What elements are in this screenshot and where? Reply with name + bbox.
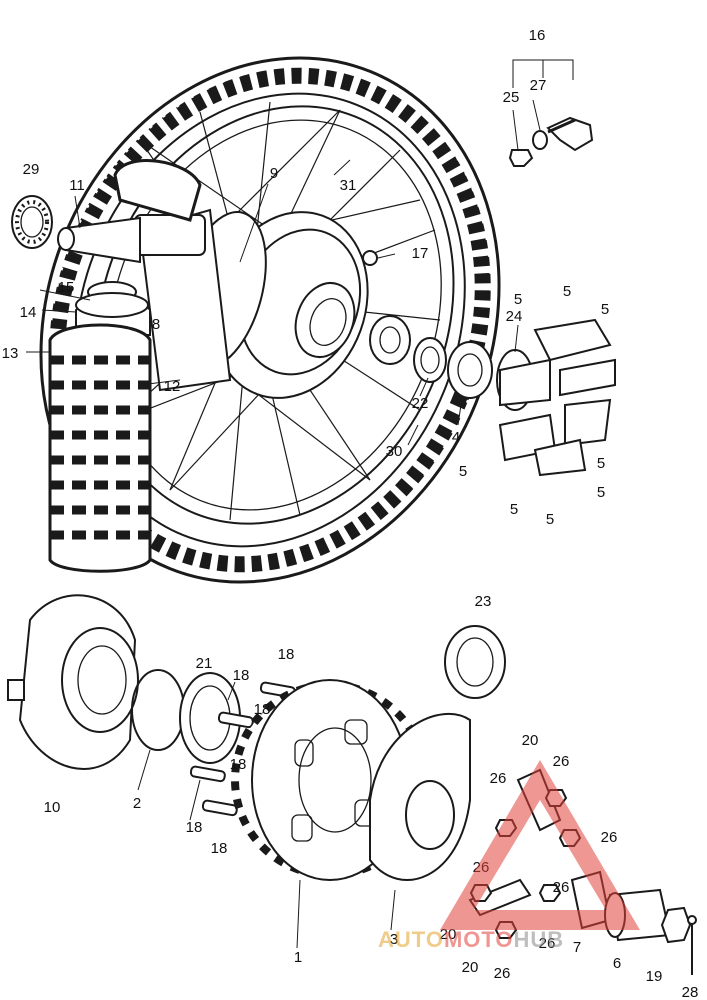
callout-27: 27 (530, 77, 547, 94)
sprocket-cover-3 (369, 712, 471, 881)
callout-5: 5 (546, 511, 554, 528)
callout-12: 12 (164, 378, 181, 395)
callout-29: 29 (23, 161, 40, 178)
tire-section-13 (48, 323, 152, 573)
tire-section-top (113, 159, 202, 222)
watermark-triangle-icon (440, 760, 640, 930)
callout-5: 5 (597, 484, 605, 501)
callout-24: 24 (506, 308, 523, 325)
callout-4: 4 (452, 429, 460, 446)
callout-26: 26 (553, 879, 570, 896)
callout-9: 9 (270, 165, 278, 182)
callout-17: 17 (412, 245, 429, 262)
callout-18: 18 (211, 840, 228, 857)
callout-25: 25 (503, 89, 520, 106)
callout-5: 5 (514, 291, 522, 308)
callout-14: 14 (20, 304, 37, 321)
callout-26: 26 (490, 770, 507, 787)
cotter-pin-28 (687, 915, 697, 975)
leader-lines (26, 99, 541, 949)
callout-11: 11 (69, 177, 85, 194)
drive-flange-21 (179, 672, 241, 764)
callout-5: 5 (459, 463, 467, 480)
oil-seal-23 (444, 625, 506, 699)
callout-18: 18 (278, 646, 295, 663)
callout-18: 18 (233, 667, 250, 684)
callout-26: 26 (539, 935, 556, 952)
callout-13: 13 (2, 345, 19, 362)
rear-brake-panel (134, 208, 232, 392)
callout-5: 5 (601, 301, 609, 318)
axle-sleeve-11 (57, 216, 141, 264)
callout-22: 22 (412, 395, 429, 412)
callout-10: 10 (44, 799, 61, 816)
callout-15: 15 (58, 279, 75, 296)
callout-2: 2 (133, 795, 141, 812)
callout-28: 28 (682, 984, 699, 1000)
dust-seal-22 (413, 337, 447, 383)
callout-21: 21 (196, 655, 213, 672)
callout-19: 19 (646, 968, 663, 985)
watermark-word-3: HUB (514, 927, 565, 952)
callout-23: 23 (475, 593, 492, 610)
callout-5: 5 (510, 501, 518, 518)
callout-26: 26 (553, 753, 570, 770)
callout-6: 6 (613, 955, 621, 972)
bearing-29 (11, 195, 53, 249)
callout-3: 3 (390, 931, 398, 948)
callout-7: 7 (573, 939, 581, 956)
callout-5: 5 (597, 455, 605, 472)
callout-30: 30 (386, 443, 403, 460)
watermark-word-2: MOTO (444, 927, 514, 952)
callout-1: 1 (294, 949, 302, 966)
callout-31: 31 (340, 177, 357, 194)
callout-18: 18 (186, 819, 203, 836)
callout-26: 26 (601, 829, 618, 846)
callout-20: 20 (440, 926, 457, 943)
hub-axle-bearing (369, 315, 411, 365)
axle-nut-19 (660, 906, 692, 944)
collar-4 (447, 341, 493, 399)
damper-rubbers-5 (498, 318, 616, 477)
callout-8: 8 (152, 316, 160, 333)
callout-26: 26 (494, 965, 511, 982)
automotohub-watermark: AUTOMOTOHUB (378, 760, 640, 952)
hub-bolt-17 (362, 250, 378, 266)
callout-16: 16 (529, 27, 546, 44)
callout-labels: 1234555555556789101112131415161718181818… (2, 27, 699, 1000)
callout-18: 18 (254, 701, 271, 718)
brake-panel-10 (7, 594, 139, 770)
callout-20: 20 (522, 732, 539, 749)
o-ring-2 (131, 669, 185, 751)
callout-20: 20 (462, 959, 479, 976)
chain-adjuster-parts (508, 59, 594, 167)
svg-text:AUTOMOTOHUB: AUTOMOTOHUB (378, 927, 564, 952)
callout-5: 5 (563, 283, 571, 300)
watermark-word-1: AUTO (378, 927, 444, 952)
callout-18: 18 (230, 756, 247, 773)
